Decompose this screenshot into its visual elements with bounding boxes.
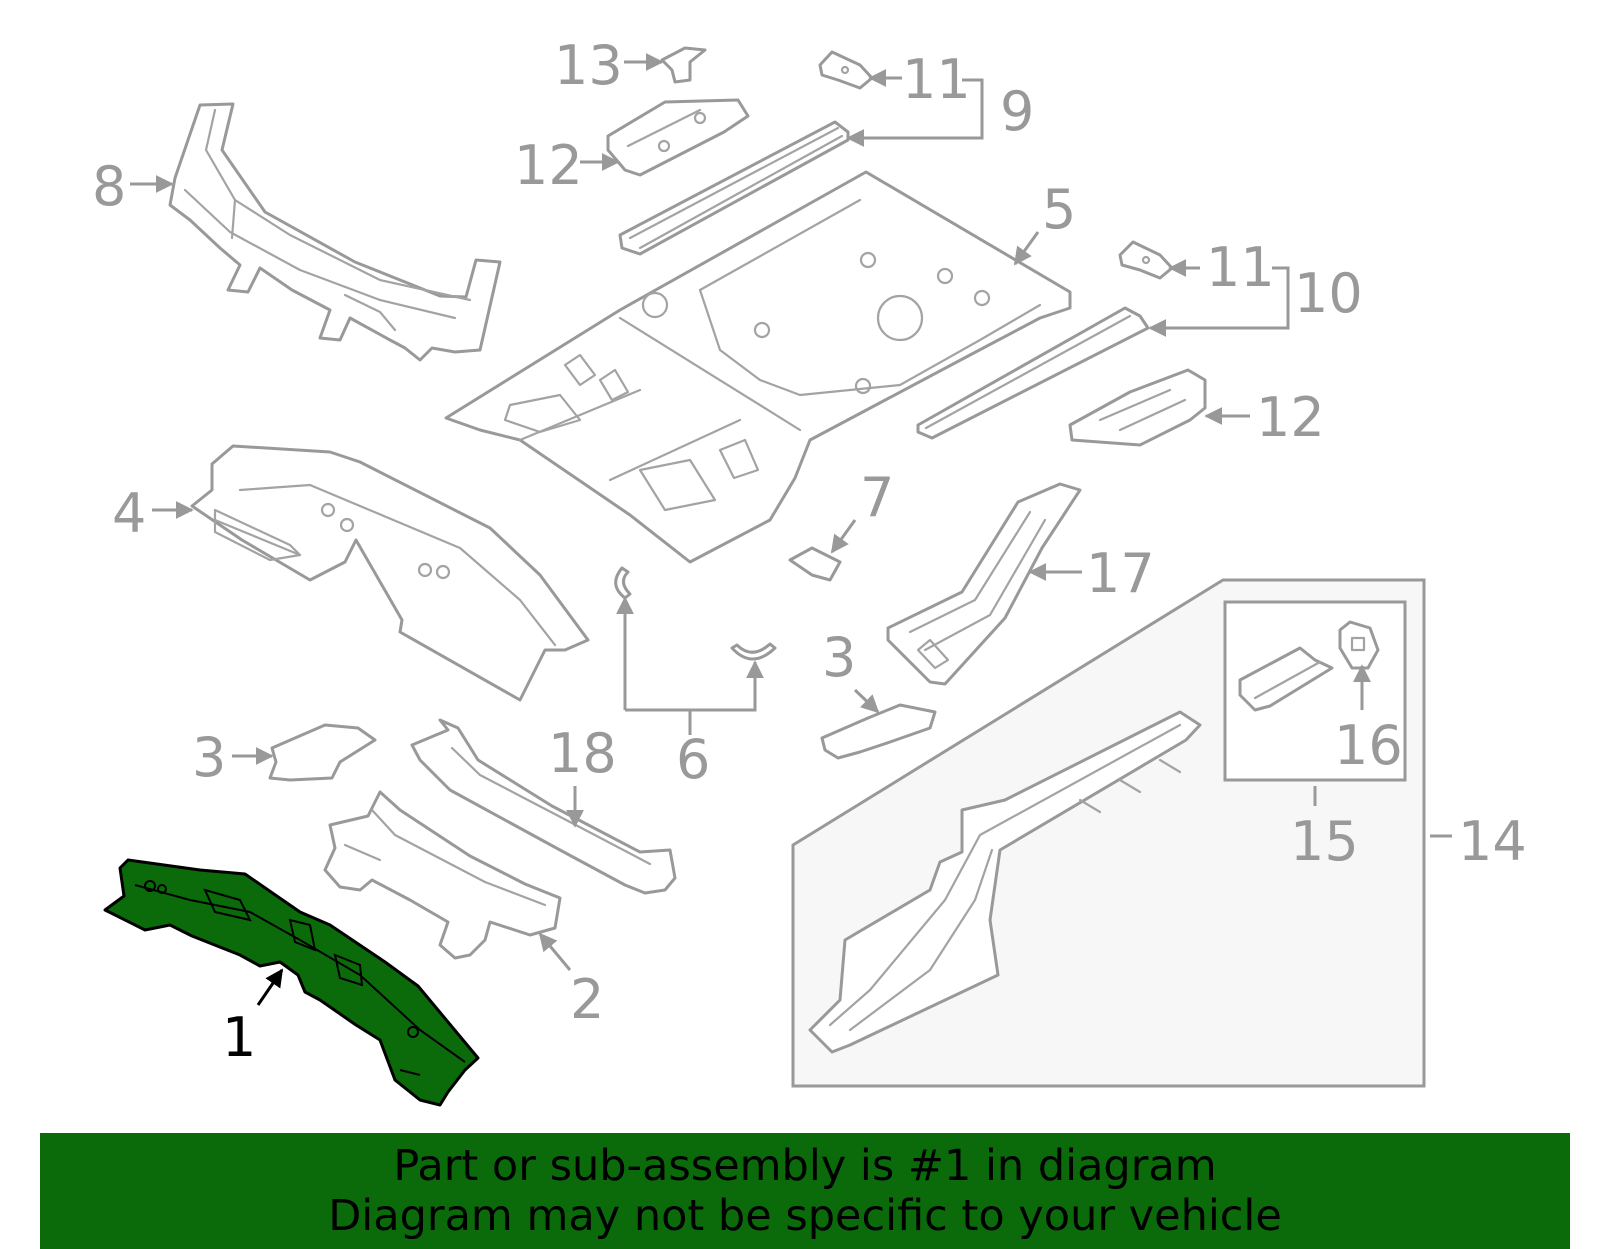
callout-16: 16: [1334, 714, 1403, 777]
part-3-bracket-right[interactable]: [820, 703, 937, 760]
part-2-crossmember[interactable]: [323, 790, 562, 960]
callout-6: 6: [676, 728, 710, 791]
part-8-crossmember[interactable]: [168, 102, 502, 362]
callout-12-right: 12: [1256, 386, 1325, 449]
part-6-clip-a[interactable]: [614, 566, 632, 600]
callout-12-top: 12: [514, 134, 583, 197]
callout-labels: 8 13 12 11 9 5 11 10 12 4 7 17 3 3 18 6 …: [92, 34, 1527, 1069]
part-11-bracket-top[interactable]: [818, 50, 874, 90]
callout-5: 5: [1042, 178, 1076, 241]
callout-13: 13: [554, 34, 623, 97]
part-12-bracket-right[interactable]: [1068, 368, 1207, 447]
callout-17: 17: [1086, 542, 1155, 605]
callout-7: 7: [860, 466, 894, 529]
part-16-plate[interactable]: [1338, 620, 1380, 670]
part-13-clip[interactable]: [660, 46, 707, 84]
part-4-crossmember[interactable]: [190, 444, 590, 702]
banner-line-1: Part or sub-assembly is #1 in diagram: [393, 1141, 1217, 1191]
callout-15: 15: [1290, 810, 1359, 873]
subassembly-box-15: [1223, 600, 1407, 782]
part-14-rail-assembly[interactable]: [808, 710, 1202, 1054]
callout-4: 4: [112, 482, 146, 545]
part-5-floor-pan[interactable]: [444, 170, 1072, 564]
banner-line-2: Diagram may not be specific to your vehi…: [328, 1191, 1282, 1241]
callout-3-left: 3: [192, 726, 226, 789]
leader-lines: [130, 53, 1452, 1006]
part-12-bracket-top[interactable]: [606, 98, 750, 177]
callout-8: 8: [92, 155, 126, 218]
callout-18: 18: [548, 722, 617, 785]
callout-11-top: 11: [902, 48, 971, 111]
part-3-bracket-left[interactable]: [268, 723, 377, 782]
part-1-crossmember-highlighted[interactable]: [103, 858, 480, 1107]
callout-10: 10: [1294, 262, 1363, 325]
callout-3-right: 3: [822, 626, 856, 689]
part-15-bracket[interactable]: [1238, 646, 1334, 712]
part-7-bracket[interactable]: [788, 546, 842, 582]
part-17-rail[interactable]: [886, 482, 1082, 686]
info-banner: Part or sub-assembly is #1 in diagram Di…: [40, 1133, 1570, 1249]
part-10-rail[interactable]: [916, 306, 1150, 440]
callout-11-right: 11: [1206, 236, 1275, 299]
callout-2: 2: [570, 968, 604, 1031]
part-11-bracket-right[interactable]: [1118, 240, 1174, 280]
callout-14: 14: [1458, 810, 1527, 873]
part-18-crossmember[interactable]: [410, 718, 677, 895]
callout-1: 1: [222, 1006, 256, 1069]
part-6-clip-b[interactable]: [730, 642, 777, 661]
callout-9: 9: [1000, 80, 1034, 143]
